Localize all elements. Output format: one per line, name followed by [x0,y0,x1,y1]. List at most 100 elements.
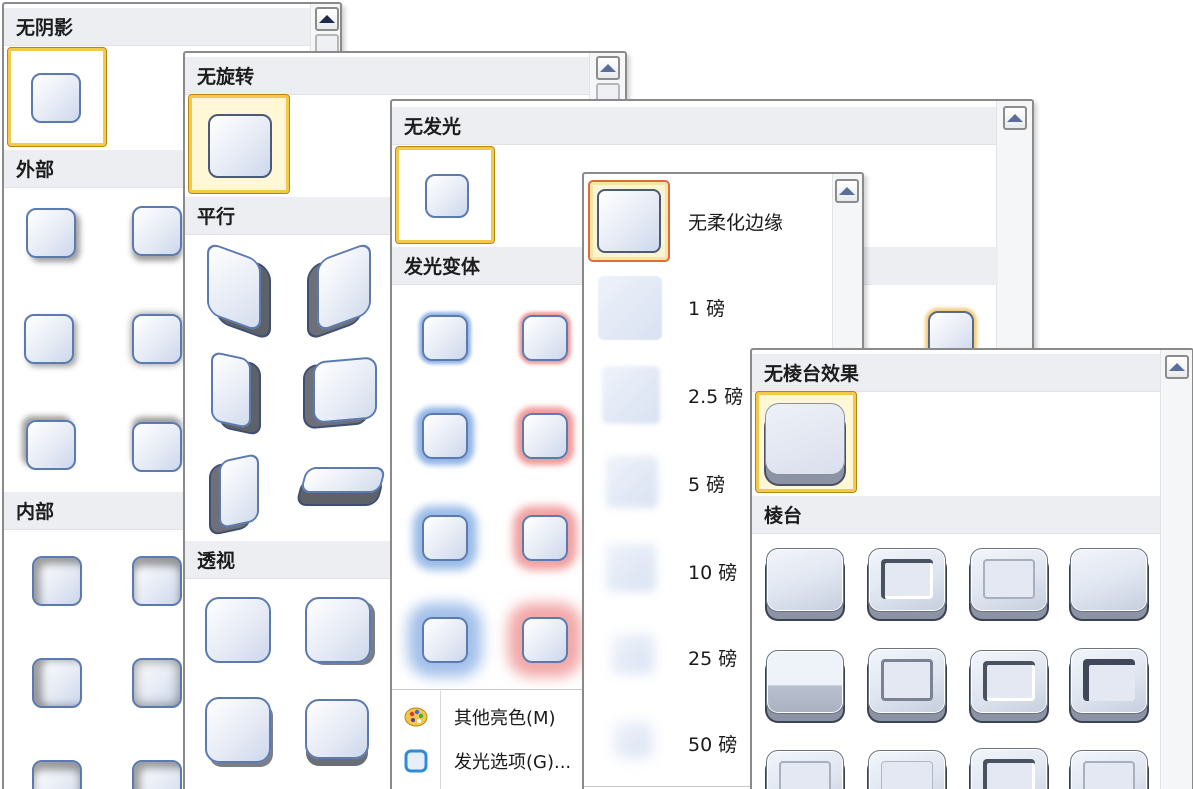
bevel-option[interactable] [970,650,1048,714]
glow-variation-red[interactable] [522,413,568,459]
outer-shadow-option[interactable] [132,314,182,364]
soft-edge-label: 25 磅 [688,648,738,670]
glow-variation-red[interactable] [522,315,568,361]
section-header-bevel: 棱台 [752,496,1160,534]
menu-separator [584,786,832,787]
perspective-rotation-option[interactable] [305,597,371,663]
glow-variation-red[interactable] [522,515,568,561]
soft-edge-option-2-5pt[interactable] [602,366,660,424]
bevel-option[interactable] [868,548,946,612]
soft-edge-label: 1 磅 [688,298,726,320]
no-shadow-option[interactable] [7,47,107,147]
bevel-face [881,559,933,599]
outer-shadow-option[interactable] [26,208,76,258]
soft-edge-option-50pt[interactable] [614,722,652,758]
outer-shadow-option[interactable] [24,314,74,364]
arrow-up-icon [839,187,855,195]
bevel-option[interactable] [1070,548,1148,612]
soft-edge-option-5pt[interactable] [606,456,658,508]
bevel-face [779,661,831,701]
parallel-rotation-option[interactable] [313,356,377,424]
scroll-up-button[interactable] [1165,355,1189,379]
bevel-option[interactable] [1070,648,1148,714]
shape-thumbnail [765,403,845,475]
perspective-rotation-option[interactable] [205,697,271,763]
parallel-rotation-option[interactable] [317,241,371,333]
glow-variation-blue[interactable] [422,515,468,561]
perspective-rotation-option[interactable] [205,597,271,663]
shape-thumbnail [425,174,469,218]
soft-edge-label: 2.5 磅 [688,386,744,408]
soft-edge-option-10pt[interactable] [606,544,656,592]
arrow-up-icon [600,64,616,72]
scroll-up-button[interactable] [315,7,339,31]
outer-shadow-option[interactable] [132,422,182,472]
glow-options-menu-item[interactable]: 发光选项(G)... [404,745,571,777]
parallel-rotation-option[interactable] [211,350,251,430]
section-header-no-bevel: 无棱台效果 [752,354,1160,392]
soft-edge-label: 无柔化边缘 [688,212,784,234]
bevel-face [983,759,1035,789]
section-header-background [872,247,998,285]
bevel-option[interactable] [868,750,946,789]
inner-shadow-option[interactable] [132,556,182,606]
bevel-gallery-panel: 无棱台效果 棱台 [750,348,1193,789]
bevel-face [1083,761,1135,789]
bevel-option[interactable] [868,648,946,714]
soft-edge-option-1pt[interactable] [598,276,662,340]
bevel-face [881,659,933,701]
soft-edge-label: 10 磅 [688,562,738,584]
soft-edge-label: 5 磅 [688,474,726,496]
section-header-no-rotation: 无旋转 [185,57,591,95]
bevel-face [1083,659,1135,701]
bevel-option[interactable] [766,650,844,714]
outer-shadow-option[interactable] [26,420,76,470]
shape-thumbnail [31,73,81,123]
more-glow-colors-menu-item[interactable]: 其他亮色(M) [404,701,556,733]
bevel-face [881,761,933,789]
scroll-up-button[interactable] [1003,106,1027,130]
inner-shadow-option[interactable] [132,760,182,789]
menu-icon-column-divider [440,691,441,789]
scroll-up-button[interactable] [835,179,859,203]
section-header-no-shadow: 无阴影 [4,8,312,46]
bevel-face [983,661,1035,701]
soft-edge-label: 50 磅 [688,734,738,756]
shape-thumbnail [208,114,272,178]
palette-icon [404,705,428,729]
bevel-face [779,559,831,599]
soft-edge-option-25pt[interactable] [612,634,654,674]
glow-options-icon [404,749,428,773]
bevel-option[interactable] [766,548,844,612]
inner-shadow-option[interactable] [32,658,82,708]
parallel-rotation-option[interactable] [219,452,259,530]
outer-shadow-option[interactable] [132,206,182,256]
parallel-rotation-option[interactable] [299,467,387,493]
inner-shadow-option[interactable] [32,556,82,606]
no-rotation-option[interactable] [188,94,290,194]
glow-variation-red[interactable] [522,617,568,663]
glow-variation-blue[interactable] [422,413,468,459]
bevel-option[interactable] [970,748,1048,789]
inner-shadow-option[interactable] [132,658,182,708]
soft-edge-option-none[interactable] [588,180,670,262]
shape-thumbnail [597,189,661,253]
glow-variation-blue[interactable] [422,315,468,361]
arrow-up-icon [1169,363,1185,371]
bevel-face [1083,559,1135,599]
bevel-option[interactable] [970,548,1048,612]
bevel-option[interactable] [766,750,844,789]
scroll-up-button[interactable] [596,56,620,80]
no-bevel-option[interactable] [755,391,857,493]
scrollbar[interactable] [1160,350,1192,789]
glow-variation-blue[interactable] [422,617,468,663]
parallel-rotation-option[interactable] [207,241,261,333]
glow-options-label: 发光选项(G)... [454,752,572,773]
arrow-up-icon [319,15,335,23]
more-glow-colors-label: 其他亮色(M) [454,708,556,729]
bevel-option[interactable] [1070,750,1148,789]
perspective-rotation-option[interactable] [305,699,369,759]
inner-shadow-option[interactable] [32,760,82,789]
section-header-no-glow: 无发光 [392,107,998,145]
no-glow-option[interactable] [395,146,495,244]
